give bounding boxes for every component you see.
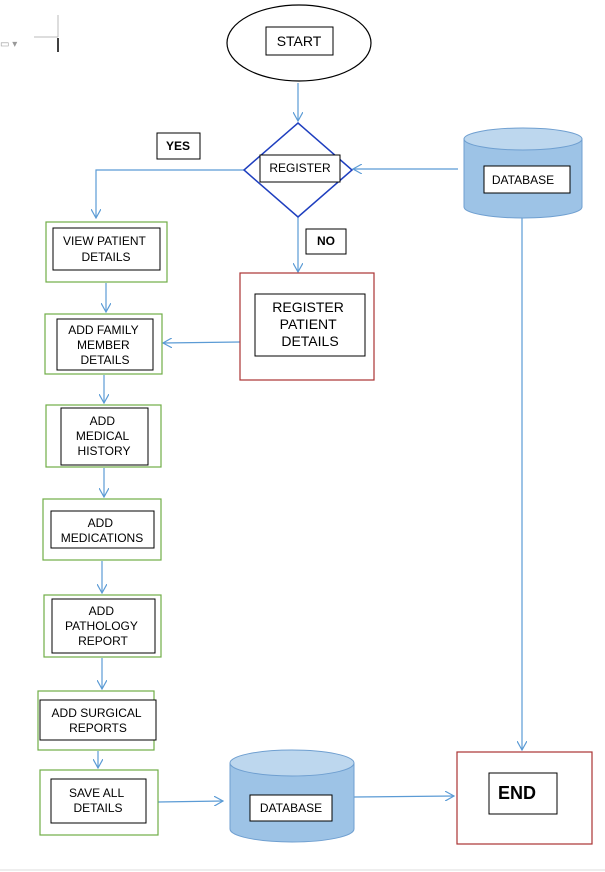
save-all-line2: DETAILS [73,801,122,815]
no-label: NO [317,234,335,248]
database-top-label: DATABASE [492,173,554,187]
add-surgical-line1: ADD SURGICAL [52,706,142,720]
svg-text:▭ ▾: ▭ ▾ [0,39,17,50]
svg-text:ADD PATHOLOGY REPO: ADD PATHOLOGY REPORT [65,604,141,648]
view-patient-line1: VIEW PATIENT [63,234,147,248]
add-pathology-line3: REPORT [78,634,128,648]
add-medications-line2: MEDICATIONS [61,531,143,545]
svg-text:REGISTER PATIENT D: REGISTER PATIENT DETAILS [272,299,347,349]
add-family-member-details: ADD FAMILY MEMBER DETAILS [44,313,163,375]
add-medical-history: ADD MEDICAL HISTORY [45,404,162,468]
svg-text:VIEW PATIENT DETAILS: VIEW PATIENT DETAILS [63,234,149,264]
add-medications-line1: ADD [88,516,114,530]
add-pathology-line2: PATHOLOGY [65,619,138,633]
editor-artifact: ▭ ▾ [0,15,59,52]
add-pathology-report: ADD PATHOLOGY REPORT [43,594,162,658]
database-bottom-cylinder: DATABASE [229,749,355,843]
add-surgical-line2: REPORTS [69,721,127,735]
yes-label-box: YES [156,132,201,160]
add-family-line3: DETAILS [80,353,129,367]
add-pathology-line1: ADD [89,604,115,618]
end-terminator: END [456,751,593,845]
add-medical-line1: ADD [90,414,116,428]
add-medical-line2: MEDICAL [76,429,130,443]
save-all-line1: SAVE ALL [69,786,124,800]
database-bottom-label: DATABASE [260,801,322,815]
svg-text:ADD FAMILY MEMBER: ADD FAMILY MEMBER DETAILS [68,323,142,367]
end-label: END [498,783,536,803]
register-patient-details: REGISTER PATIENT DETAILS [239,272,375,381]
database-top-cylinder: DATABASE [463,127,583,219]
start-label: START [277,33,322,49]
svg-text:ADD MEDICATIONS: ADD MEDICATIONS [61,516,143,545]
view-patient-line2: DETAILS [81,250,130,264]
register-patient-line3: DETAILS [281,333,338,349]
svg-text:SAVE ALL DETAILS: SAVE ALL DETAILS [69,786,127,815]
add-medications: ADD MEDICATIONS [42,498,162,561]
register-label: REGISTER [269,161,331,175]
connectors [96,83,522,802]
add-family-line2: MEMBER [77,338,130,352]
save-all-details: SAVE ALL DETAILS [39,769,159,836]
add-medical-line3: HISTORY [78,444,131,458]
add-family-line1: ADD FAMILY [68,323,138,337]
svg-text:ADD SURGICAL REPORTS: ADD SURGICAL REPORTS [52,706,145,735]
no-label-box: NO [305,228,347,255]
register-patient-line1: REGISTER [272,299,344,315]
start-terminator: START [226,4,372,82]
register-decision: REGISTER [242,122,354,218]
svg-text:ADD MEDICAL HISTOR: ADD MEDICAL HISTORY [76,414,132,458]
view-patient-details: VIEW PATIENT DETAILS [45,221,168,283]
yes-label: YES [166,139,190,153]
register-patient-line2: PATIENT [280,316,337,332]
add-surgical-reports: ADD SURGICAL REPORTS [37,690,157,751]
